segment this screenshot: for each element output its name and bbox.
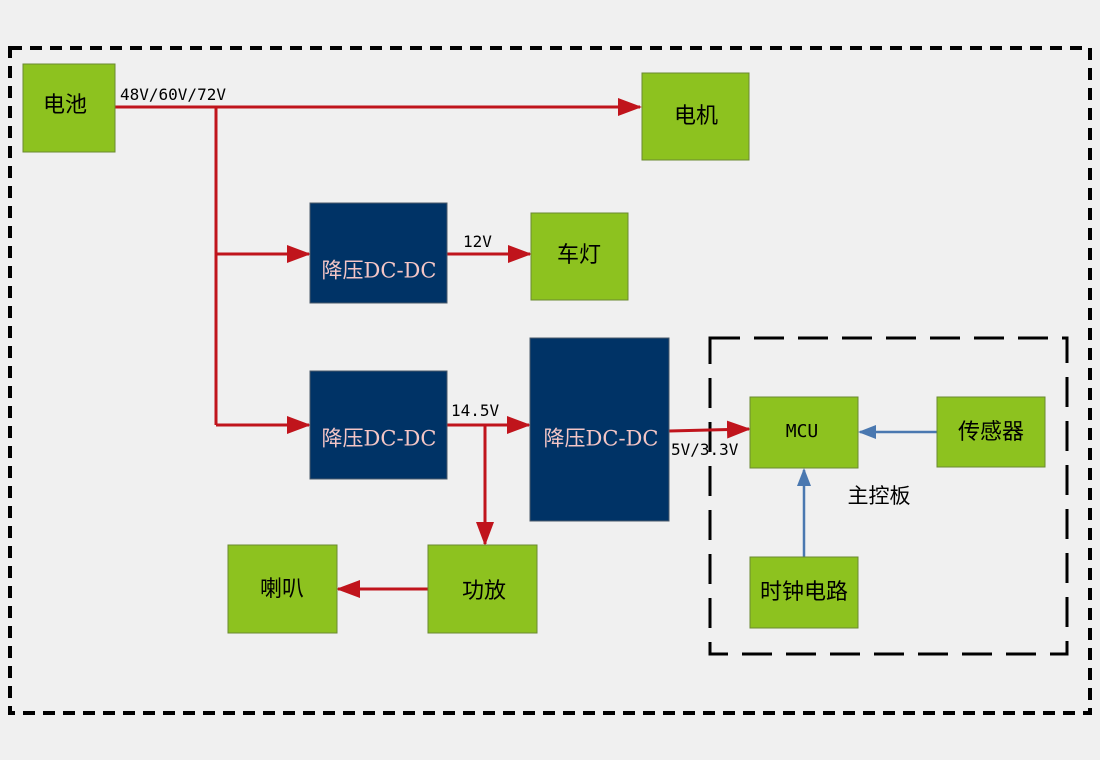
mcu-label: MCU [786,421,819,442]
system-boundary [8,46,1092,715]
speaker-block: 喇叭 [227,544,338,634]
battery-block: 电池 [22,63,116,153]
main-board-label: 主控板 [848,484,911,508]
motor-block: 电机 [641,72,750,161]
dcdc-2-label: 降压DC-DC [322,427,437,451]
lights-block: 车灯 [530,212,629,301]
mcu-voltage-label: 5V/3.3V [671,440,739,459]
mcu-block: MCU [749,396,859,469]
mid-voltage-label: 14.5V [451,401,500,420]
main-board-boundary [708,336,1069,656]
dcdc-3-label: 降压DC-DC [544,427,659,451]
dcdc-1-label: 降压DC-DC [322,259,437,283]
sensor-block: 传感器 [936,396,1046,468]
dcdc-block-1: 降压DC-DC [309,202,448,304]
lights-label: 车灯 [557,243,601,268]
sensor-label: 传感器 [958,420,1024,445]
lights-voltage-label: 12V [463,232,492,251]
amplifier-label: 功放 [462,579,506,604]
speaker-label: 喇叭 [260,577,304,602]
dcdc-block-2: 降压DC-DC [309,370,448,480]
clock-label: 时钟电路 [760,580,848,605]
battery-voltage-label: 48V/60V/72V [120,85,226,104]
motor-label: 电机 [674,104,718,129]
amplifier-block: 功放 [427,544,538,634]
battery-label: 电池 [43,93,87,118]
clock-block: 时钟电路 [749,556,859,629]
dcdc-block-3: 降压DC-DC [529,337,670,522]
arrow-dcdc3-mcu [668,420,751,439]
